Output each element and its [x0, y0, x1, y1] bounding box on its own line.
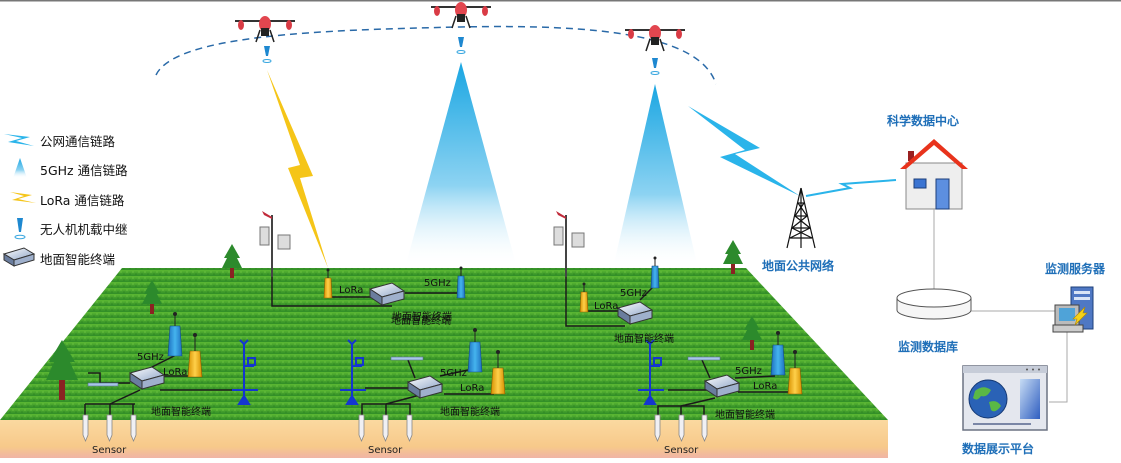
5ghz-label: 5GHz: [424, 278, 451, 289]
terminal-label: 地面智能终端: [391, 316, 451, 327]
5ghz-label: 5GHz: [137, 352, 164, 363]
lora-label: LoRa: [753, 381, 778, 392]
ground-terminal: [368, 282, 406, 306]
solar-panel: [87, 382, 119, 387]
uav-drone-left: [235, 16, 295, 43]
uav-relay-icon: [14, 218, 26, 240]
5ghz-beam-right: [613, 84, 698, 268]
lora-label: LoRa: [460, 383, 485, 394]
lora-lightning-link: [267, 70, 328, 268]
lora-link-icon: [10, 192, 36, 203]
uav-relay-icon: [262, 46, 272, 63]
top-border: [0, 0, 1121, 2]
uav-drone-center: [431, 2, 491, 29]
5ghz-label: 5GHz: [440, 368, 467, 379]
cell-tower-icon: [786, 187, 816, 249]
5ghz-label: 5GHz: [735, 366, 762, 377]
uav-relay-icon: [650, 58, 660, 75]
data-center-label: 科学数据中心: [887, 114, 960, 128]
solar-panel: [687, 356, 721, 361]
public-network-link-icon: [4, 134, 34, 146]
lora-antenna: [187, 333, 203, 378]
terminal-label: 地面智能终端: [151, 407, 211, 418]
soil-layer: [0, 420, 888, 458]
tree-icon: [222, 244, 242, 278]
lora-antenna: [323, 268, 333, 299]
connector-line: [1049, 330, 1068, 403]
database-icon: [896, 288, 972, 320]
ground-terminal: [703, 374, 741, 398]
tree-icon: [742, 316, 762, 350]
5ghz-antenna: [456, 266, 466, 299]
server-icon: [1052, 286, 1094, 333]
5ghz-antenna: [770, 331, 786, 376]
tree-icon: [723, 240, 743, 274]
sensor-label: Sensor: [92, 445, 127, 456]
soil-sensor-group: [82, 414, 708, 443]
5ghz-antenna: [650, 256, 660, 289]
ground-terminal: [406, 375, 444, 399]
5ghz-label: 5GHz: [620, 288, 647, 299]
5ghz-antenna: [467, 328, 483, 373]
uav-orbit-path: [155, 25, 717, 85]
legend-label-ground-terminal: 地面智能终端: [40, 252, 116, 267]
legend-label-5ghz-link: 5GHz 通信链路: [40, 163, 128, 178]
monitoring-station-icon: [232, 339, 258, 405]
ground-terminal: [616, 301, 654, 325]
weather-station-icon: [553, 211, 585, 277]
terminal-label: 地面智能终端: [440, 407, 500, 418]
public-network-label: 地面公共网络: [762, 259, 835, 273]
platform-label: 数据展示平台: [962, 442, 1035, 456]
lora-label: LoRa: [594, 301, 619, 312]
server-label: 监测服务器: [1045, 262, 1106, 276]
wire: [701, 359, 711, 379]
sensor-label: Sensor: [664, 445, 699, 456]
5ghz-beam-center: [405, 62, 517, 268]
wire: [439, 369, 469, 377]
wire: [271, 277, 392, 307]
public-link-tower-to-center: [805, 179, 897, 197]
lora-label: LoRa: [339, 285, 364, 296]
solar-panel: [390, 356, 424, 361]
uav-drone-right: [625, 25, 685, 52]
database-label: 监测数据库: [898, 340, 959, 354]
lora-antenna: [579, 282, 589, 313]
lora-antenna: [787, 350, 803, 395]
ground-terminal-icon: [2, 247, 36, 267]
legend-label-lora-link: LoRa 通信链路: [40, 193, 125, 208]
wire: [149, 354, 177, 369]
wire: [88, 372, 101, 383]
legend-label-uav-relay: 无人机机载中继: [40, 222, 128, 237]
tree-icon: [142, 280, 162, 314]
5ghz-link-icon: [13, 158, 27, 178]
public-link-drone-to-tower: [688, 106, 800, 196]
uav-relay-icon: [456, 37, 466, 54]
monitoring-station-icon: [638, 339, 664, 405]
tree-icon: [46, 340, 78, 400]
terminal-label: 地面智能终端: [614, 334, 674, 345]
ground-terminal: [128, 366, 166, 390]
legend-label-public-link: 公网通信链路: [40, 134, 116, 149]
terminal-label: 地面智能终端: [392, 312, 452, 323]
monitoring-station-icon: [340, 339, 366, 405]
wire: [734, 375, 776, 379]
weather-station-icon: [259, 211, 291, 277]
wire: [565, 277, 625, 327]
wire: [407, 359, 416, 379]
terminal-label: 地面智能终端: [715, 410, 775, 421]
sensor-label: Sensor: [368, 445, 403, 456]
grass-field: [0, 268, 888, 420]
platform-window-icon: [962, 365, 1048, 431]
data-center-house-icon: [900, 139, 968, 210]
wire: [109, 389, 141, 405]
lora-antenna: [490, 350, 506, 395]
lora-label: LoRa: [163, 367, 188, 378]
5ghz-antenna: [167, 312, 183, 357]
